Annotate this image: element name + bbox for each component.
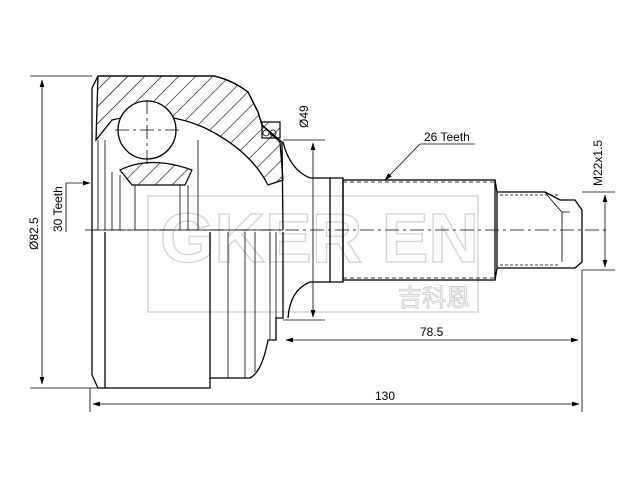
dim-inner-teeth: 30 Teeth	[51, 186, 65, 232]
threaded-end	[497, 191, 583, 269]
output-shaft	[85, 141, 610, 319]
watermark-brand-cn: 吉科恩	[398, 284, 470, 312]
dim-outer-teeth: 26 Teeth	[424, 130, 470, 144]
dim-seal-diameter: Ø49	[297, 105, 311, 128]
dimension-lines	[30, 75, 615, 412]
dim-outer-diameter: Ø82.5	[27, 217, 41, 250]
watermark: GKER EN 吉科恩	[147, 195, 480, 313]
dim-thread: M22x1.5	[591, 140, 605, 186]
dim-total-length: 130	[375, 389, 395, 403]
dim-shaft-length: 78.5	[420, 325, 444, 339]
watermark-brand: GKER EN	[160, 199, 479, 277]
